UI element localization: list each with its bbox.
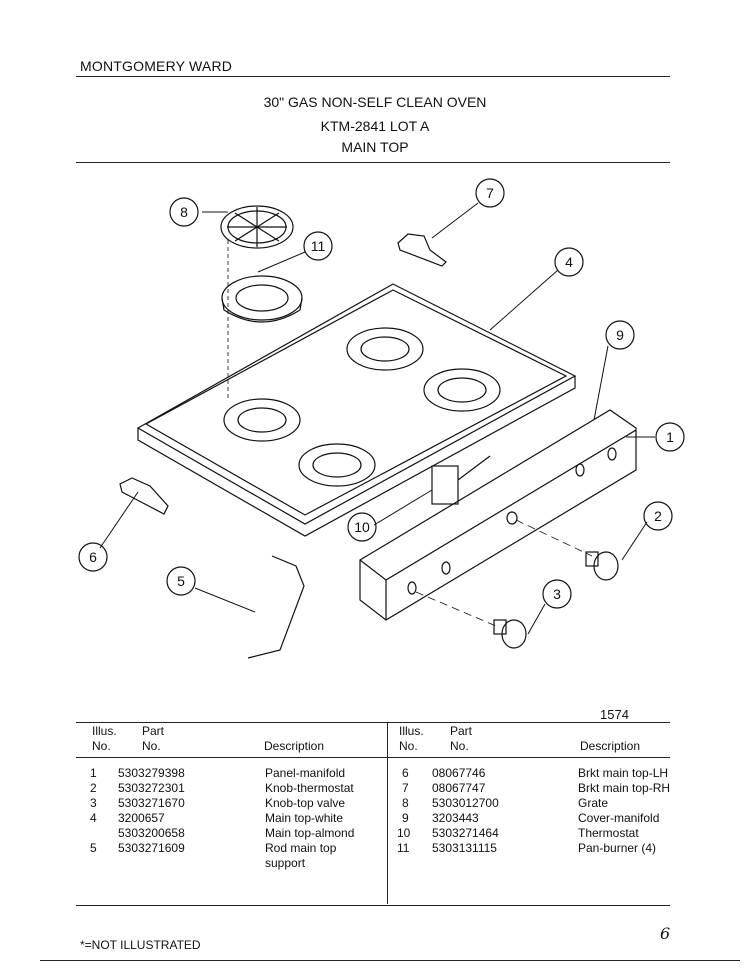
callout-10: 10 (354, 519, 370, 535)
cell-illus: 9 (402, 811, 409, 825)
cell-illus: 11 (397, 841, 410, 855)
callout-6: 6 (89, 549, 97, 565)
model-number: KTM-2841 LOT A (320, 118, 430, 134)
header-illus-left: Illus. (92, 724, 117, 738)
cell-desc: Grate (578, 796, 609, 810)
header-part-left: Part (142, 724, 165, 738)
callout-markers (78, 178, 685, 609)
cell-desc: Panel-manifold (265, 766, 346, 780)
bottom-rule (40, 960, 740, 961)
cell-illus: 3 (90, 796, 97, 810)
cell-part: 3200657 (118, 811, 165, 825)
header-partno-left: No. (142, 739, 161, 753)
cell-desc: Knob-top valve (265, 796, 346, 810)
title-rule (76, 162, 670, 163)
cell-desc: Main top-almond (265, 826, 355, 840)
cell-part: 5303271670 (118, 796, 185, 810)
thermostat-drawing (431, 465, 459, 505)
header-rule (76, 76, 670, 77)
cell-desc: Brkt main top-RH (578, 781, 671, 795)
cell-part: 08067746 (432, 766, 486, 780)
callout-5: 5 (177, 573, 185, 589)
cell-desc: Cover-manifold (578, 811, 660, 825)
knob-top-valve-drawing (493, 619, 527, 649)
cell-desc: Main top-white (265, 811, 344, 825)
cell-part: 5303131115 (432, 841, 497, 855)
cell-part: 08067747 (432, 781, 486, 795)
cell-part: 5303279398 (118, 766, 185, 780)
table-divider (387, 722, 388, 904)
cell-part: 5303200658 (118, 826, 185, 840)
callout-7: 7 (486, 185, 494, 201)
cell-part: 5303271609 (118, 841, 185, 855)
cell-desc: Knob-thermostat (265, 781, 354, 795)
cell-illus: 5 (90, 841, 97, 855)
header-partno-right: No. (450, 739, 469, 753)
rod-drawing (247, 555, 305, 659)
callout-11: 11 (311, 238, 326, 254)
header-no-right: No. (399, 739, 418, 753)
cell-illus: 7 (402, 781, 409, 795)
cell-desc: Thermostat (578, 826, 639, 840)
callout-1: 1 (666, 429, 674, 445)
cell-illus: 10 (397, 826, 411, 840)
cell-part: 5303012700 (432, 796, 499, 810)
section-title: MAIN TOP (341, 139, 409, 155)
cell-desc: support (265, 856, 306, 870)
cell-illus: 8 (402, 796, 409, 810)
burner-pan-drawing (221, 275, 303, 323)
cell-illus: 1 (90, 766, 97, 780)
parts-table (76, 722, 670, 906)
cell-illus: 4 (90, 811, 97, 825)
brand-name: MONTGOMERY WARD (80, 58, 233, 74)
header-description-left: Description (264, 739, 325, 753)
document-title: 30" GAS NON-SELF CLEAN OVEN (263, 94, 487, 110)
callout-2: 2 (654, 508, 662, 524)
cell-desc: Rod main top (265, 841, 337, 855)
manifold-panel-drawing (359, 409, 637, 621)
callout-9: 9 (616, 327, 624, 343)
cell-illus: 6 (402, 766, 409, 780)
header-part-right: Part (450, 724, 473, 738)
callout-8: 8 (180, 204, 188, 220)
header-illus-right: Illus. (399, 724, 424, 738)
callout-4: 4 (565, 254, 573, 270)
cell-desc: Brkt main top-LH (578, 766, 669, 780)
header-no-left: No. (92, 739, 111, 753)
main-top-drawing (136, 283, 577, 537)
callout-3: 3 (553, 586, 561, 602)
cell-illus: 2 (90, 781, 97, 795)
cell-part: 3203443 (432, 811, 479, 825)
footnote: *=NOT ILLUSTRATED (80, 938, 201, 952)
bracket-lh-drawing (119, 477, 169, 515)
grate-drawing (220, 205, 294, 249)
cell-desc: Pan-burner (4) (578, 841, 657, 855)
handwritten-mark: 6 (660, 924, 671, 943)
header-description-right: Description (580, 739, 641, 753)
exploded-parts-diagram: 1 2 3 4 5 6 7 8 11 9 10 (78, 178, 685, 659)
header-underline (76, 757, 670, 758)
figure-number: 1574 (600, 707, 629, 722)
cell-part: 5303271464 (432, 826, 499, 840)
knob-thermostat-drawing (585, 551, 619, 581)
bracket-rh-drawing (397, 233, 447, 267)
cell-part: 5303272301 (118, 781, 185, 795)
